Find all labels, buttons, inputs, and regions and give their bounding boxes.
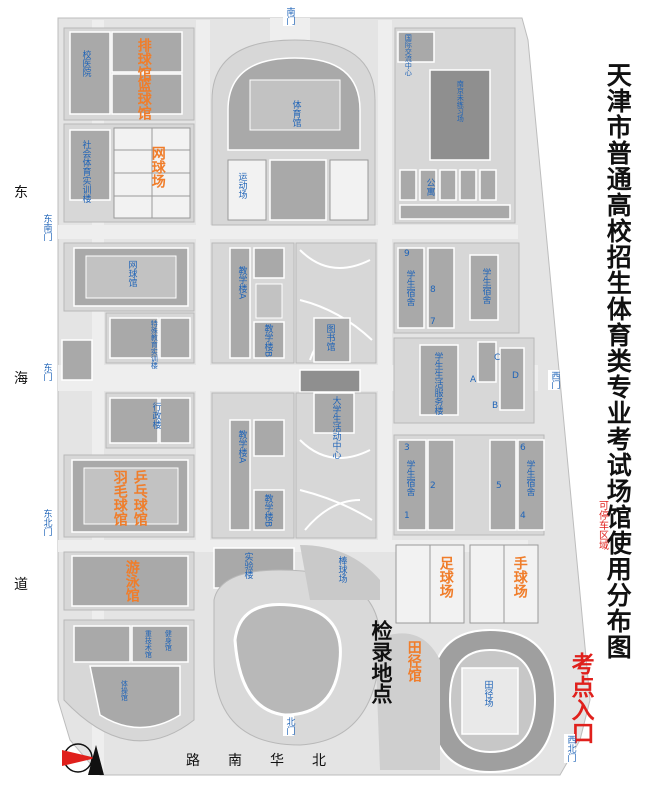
label-fitness: 健身馆 — [164, 630, 173, 651]
gate-north[interactable]: 北门 — [283, 716, 295, 736]
label-dorm-d: 学生宿舍 — [524, 460, 535, 496]
label-library: 图书馆 — [324, 324, 335, 351]
dorm-number-3: 3 — [404, 443, 410, 453]
road-east-3: 道 — [14, 577, 28, 593]
label-dorm-b: 学生宿舍 — [480, 268, 491, 304]
venue-volleyball: 排球馆 — [135, 38, 152, 80]
map-title: 天津市普通高校招生体育类专业考试场馆使用分布图 — [603, 62, 633, 660]
label-teaching-b2: 教学楼B — [262, 494, 273, 528]
label-tennis-hall: 网球馆 — [126, 260, 137, 287]
gate-west-north[interactable]: 西北门 — [564, 734, 576, 763]
label-teaching-a1: 教学楼A — [236, 266, 247, 300]
block-west-center — [61, 312, 195, 449]
building-letter-c: C — [494, 353, 501, 363]
block-lake — [213, 545, 381, 746]
track-stadium — [375, 628, 557, 774]
label-sports-field: 运动场 — [236, 172, 247, 199]
label-gym: 体育馆 — [290, 100, 301, 127]
label-body-hall: 体操馆 — [120, 680, 129, 701]
venue-swimming: 游泳馆 — [123, 560, 140, 602]
gate-east-south[interactable]: 东北门 — [40, 508, 52, 537]
label-track-field: 田径场 — [482, 680, 493, 707]
compass-icon — [62, 743, 104, 775]
venue-badminton: 羽毛球馆 — [111, 470, 128, 526]
label-campus-hospital: 校医院 — [80, 50, 91, 77]
building-letter-d: D — [512, 371, 519, 381]
dorm-number-2: 2 — [430, 481, 436, 491]
block-pingpong — [63, 454, 195, 538]
label-dorm-a: 学生宿舍 — [404, 270, 415, 306]
venue-track-hall: 田径馆 — [405, 640, 422, 682]
venue-table-tennis: 乒乓球馆 — [131, 470, 148, 526]
building-letter-a: A — [470, 375, 477, 385]
label-dorm-c: 学生宿舍 — [404, 460, 415, 496]
block-northeast — [394, 27, 516, 224]
gate-west[interactable]: 西门 — [548, 370, 560, 390]
label-social-sports: 社会体育实训楼 — [80, 140, 91, 203]
label-combat: 重技术馆 — [144, 630, 153, 658]
venue-basketball: 篮球馆 — [135, 78, 152, 120]
dorm-number-7: 7 — [430, 317, 436, 327]
gate-east-north[interactable]: 东南门 — [40, 213, 52, 242]
label-baseball: 棒球场 — [336, 556, 347, 583]
label-student-center: 大学生活动中心 — [330, 396, 341, 459]
check-in-label: 检录地点 — [369, 620, 394, 704]
block-teaching-south — [211, 392, 295, 539]
dorm-number-4: 4 — [520, 511, 526, 521]
dorm-number-8: 8 — [430, 285, 436, 295]
exam-entrance-label: 考点入口 — [567, 652, 594, 744]
block-gym — [211, 39, 376, 226]
block-tennis — [63, 123, 195, 223]
road-east-1: 东 — [14, 185, 28, 201]
label-apartment: 公寓 — [424, 178, 435, 196]
label-experiment: 实验楼 — [242, 552, 253, 579]
block-swimming — [63, 551, 195, 611]
dorm-number-1: 1 — [404, 511, 410, 521]
road-south-4: 路 — [186, 753, 200, 769]
venue-football: 足球场 — [437, 556, 454, 598]
venue-handball: 手球场 — [511, 556, 528, 598]
label-intl-exchange: 国际交流中心 — [404, 34, 413, 76]
block-center — [295, 242, 377, 539]
label-student-service: 学生生活服务楼 — [432, 352, 443, 415]
label-admin: 行政楼 — [150, 402, 161, 429]
road-south-1: 北 — [312, 753, 326, 769]
parking-area-label: 可停车区域 — [596, 500, 608, 550]
road-south-2: 华 — [270, 753, 284, 769]
label-training-field: 南京未练习场 — [456, 80, 465, 122]
road-east-2: 海 — [14, 371, 28, 387]
label-special-training: 特殊教育实训楼 — [150, 320, 159, 369]
block-tennis-hall — [63, 242, 195, 312]
road-south-3: 南 — [228, 753, 242, 769]
label-teaching-a2: 教学楼A — [236, 430, 247, 464]
block-southwest — [63, 619, 195, 742]
venue-tennis-court: 网球场 — [149, 146, 166, 188]
dorm-number-9: 9 — [404, 249, 410, 259]
dorm-number-6: 6 — [520, 443, 526, 453]
dorm-number-5: 5 — [496, 481, 502, 491]
building-letter-b: B — [492, 401, 499, 411]
gate-south[interactable]: 南门 — [283, 6, 295, 26]
block-dorms — [393, 242, 545, 536]
gate-east[interactable]: 东门 — [40, 362, 52, 382]
block-courts — [395, 544, 539, 624]
block-teaching-north — [211, 242, 295, 364]
label-teaching-b1: 教学楼B — [262, 324, 273, 358]
block-ball-halls — [63, 27, 195, 121]
